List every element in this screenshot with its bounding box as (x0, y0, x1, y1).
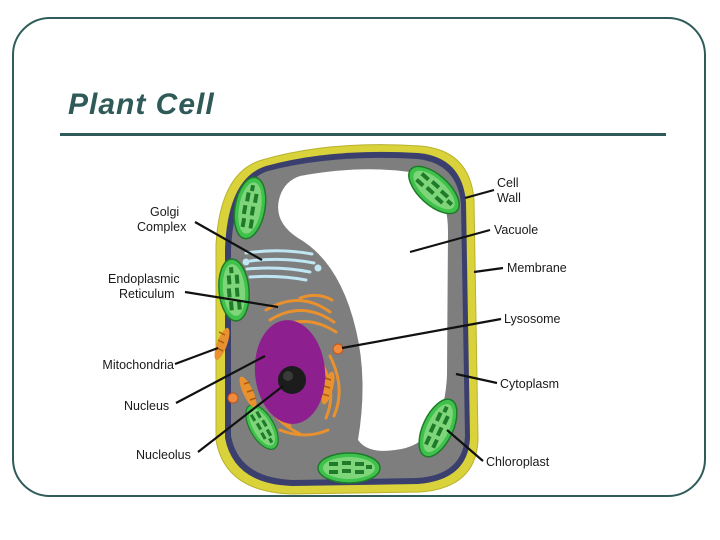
label-mitochondria: Mitochondria (102, 358, 174, 372)
label-nucleus: Nucleus (124, 399, 169, 413)
chloroplast (317, 452, 381, 484)
label-membrane: Membrane (507, 261, 567, 275)
label-nucleolus: Nucleolus (136, 448, 191, 462)
mitochondrion (321, 371, 335, 405)
label-golgi: Complex (137, 220, 187, 234)
label-cell-wall: Cell (497, 176, 519, 190)
golgi-complex (242, 249, 322, 282)
label-cell-wall: Wall (497, 191, 521, 205)
label-cytoplasm: Cytoplasm (500, 377, 559, 391)
lysosome (332, 343, 344, 355)
label-chloroplast: Chloroplast (486, 455, 550, 469)
label-lysosome: Lysosome (504, 312, 561, 326)
label-endoplasmic-reticulum: Reticulum (119, 287, 175, 301)
slide-title: Plant Cell (68, 88, 215, 121)
label-endoplasmic-reticulum: Endoplasmic (108, 272, 180, 286)
mitochondrion (239, 376, 257, 408)
vacuole (278, 169, 448, 451)
mitochondrion (214, 327, 230, 361)
slide-frame (12, 17, 706, 497)
lysosome (227, 392, 239, 404)
label-golgi: Golgi (150, 205, 179, 219)
title-underline (60, 133, 666, 136)
label-vacuole: Vacuole (494, 223, 538, 237)
leader-lines (174, 188, 504, 462)
nucleolus (278, 366, 306, 394)
